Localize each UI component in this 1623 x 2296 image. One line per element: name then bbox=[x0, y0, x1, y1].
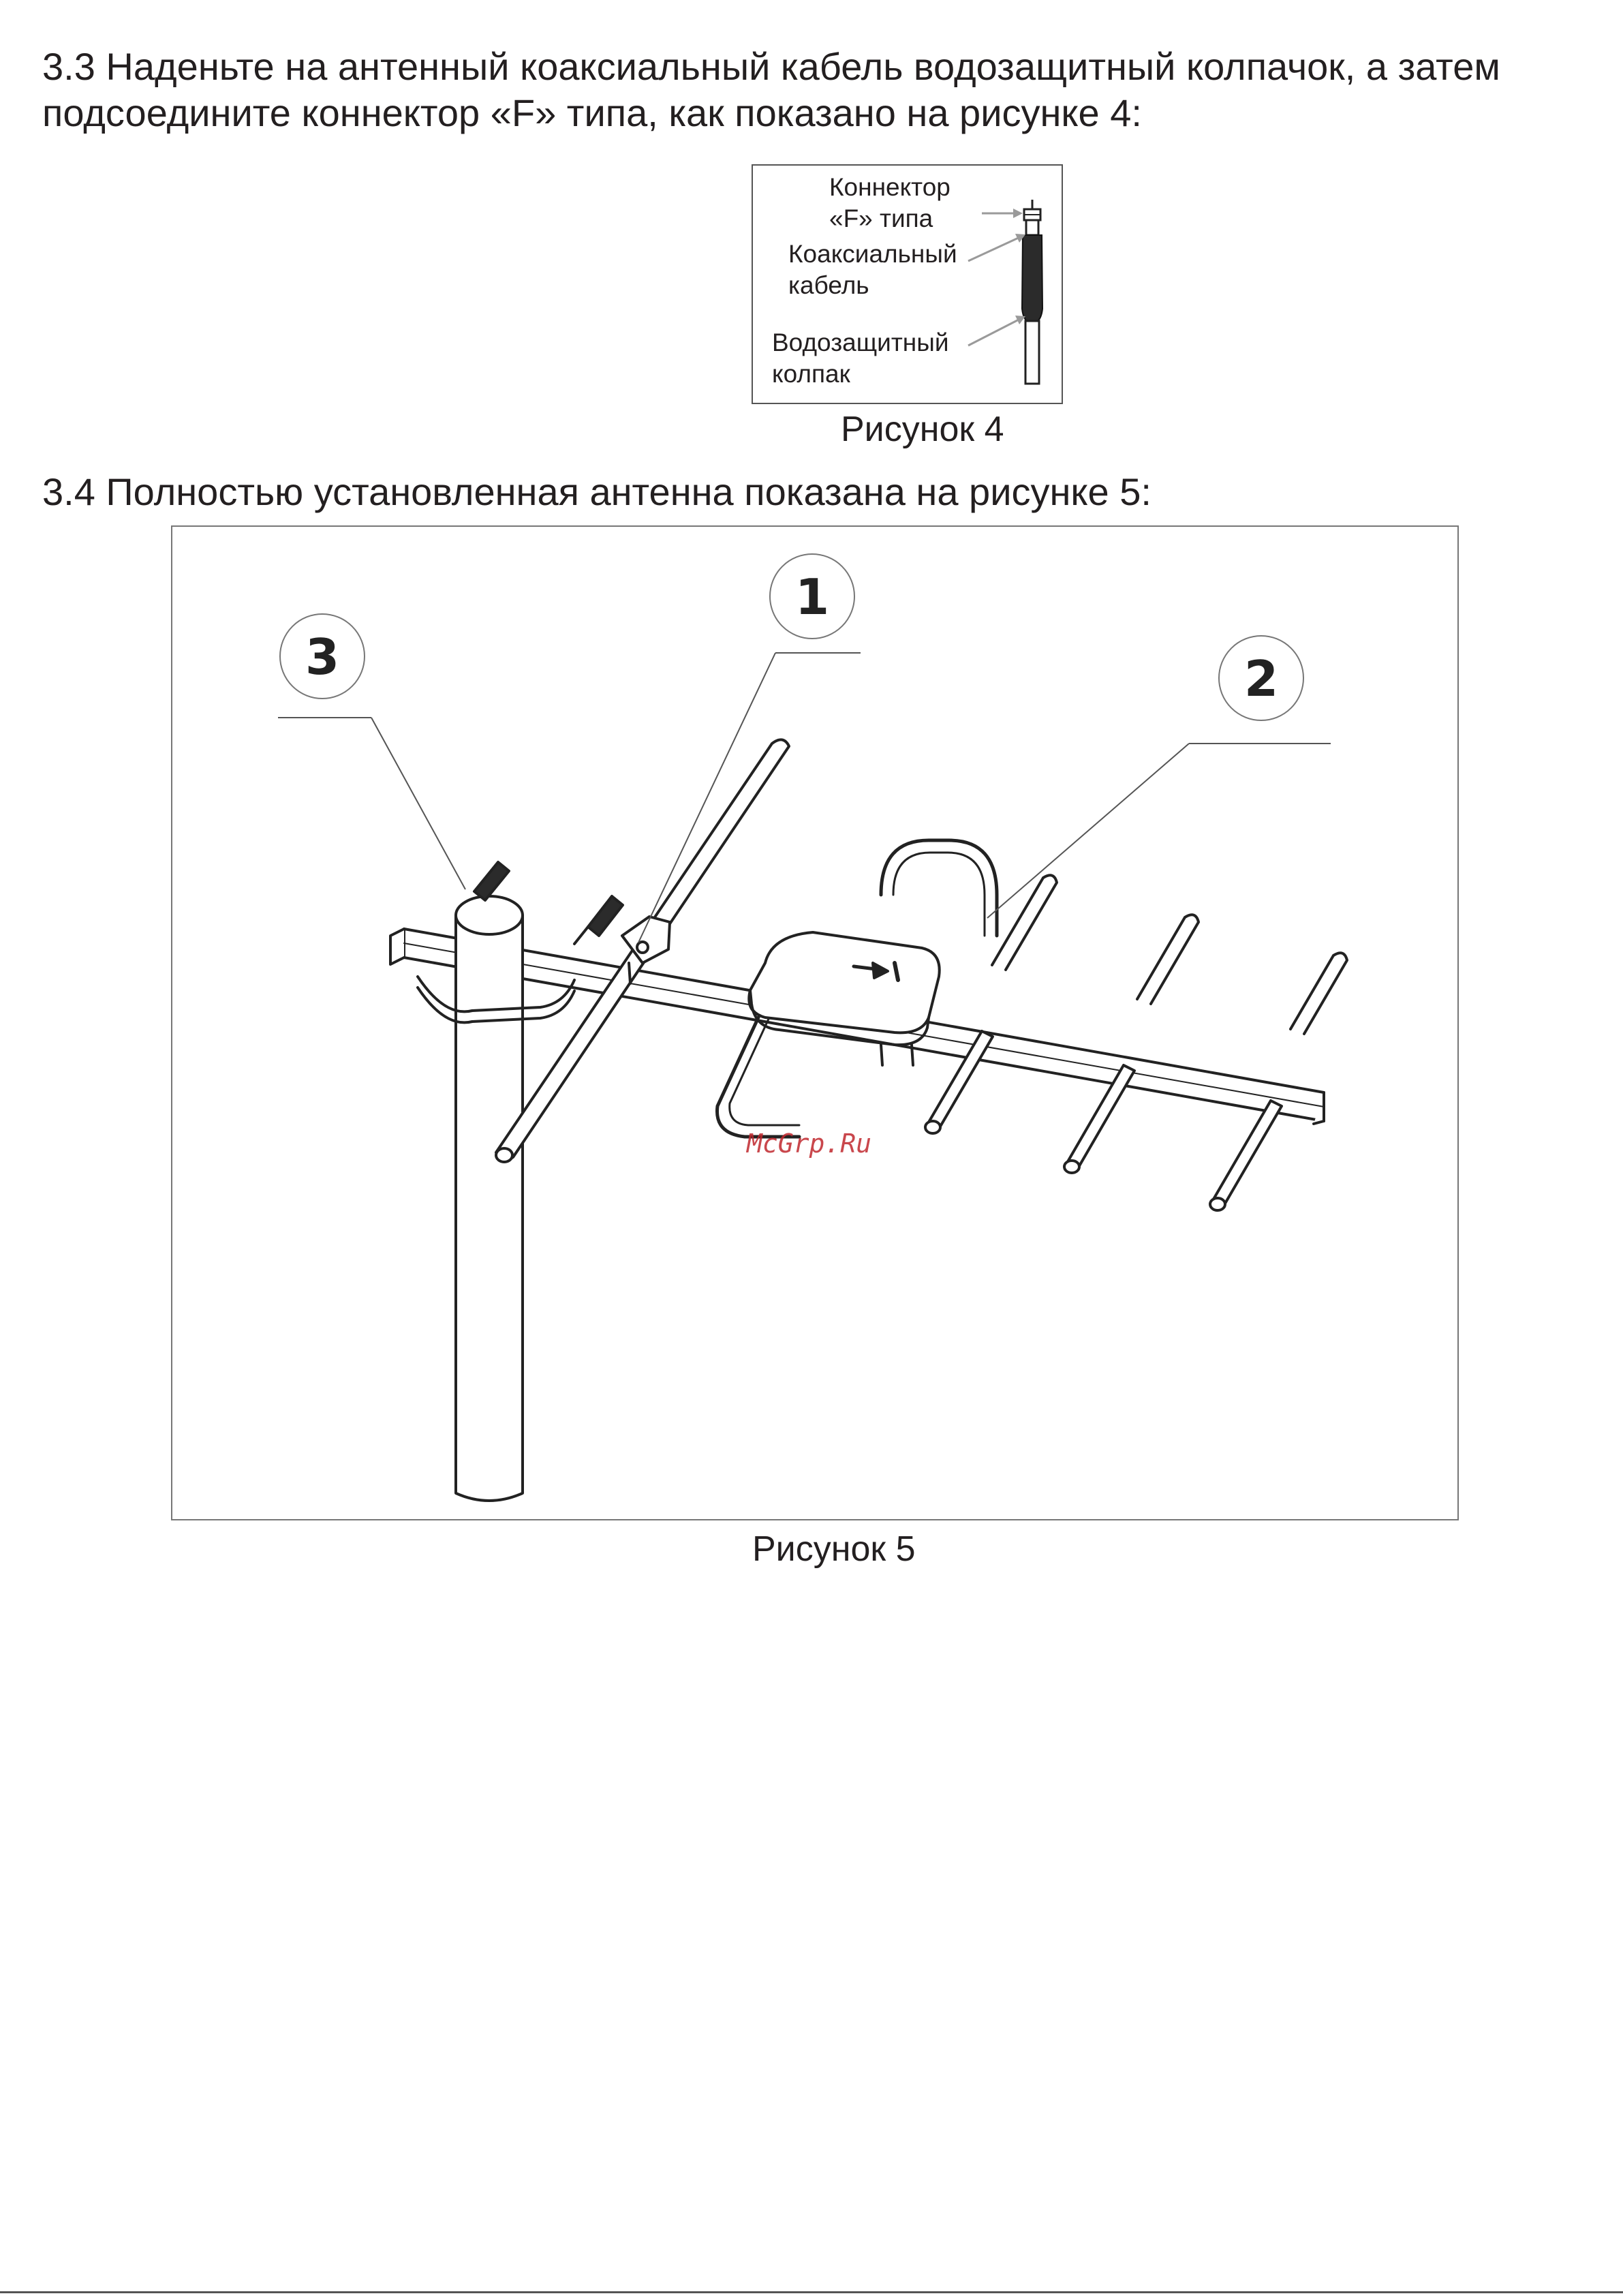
section-3-3-line-2: подсоедините коннектор «F» типа, как пок… bbox=[42, 90, 1500, 136]
figure-5-caption: Рисунок 5 bbox=[752, 1529, 915, 1570]
label-cable-line-2: кабель bbox=[788, 271, 869, 301]
section-3-4-text: 3.4 Полностью установленная антенна пока… bbox=[42, 469, 1151, 515]
label-connector-line-2: «F» типа bbox=[829, 204, 933, 234]
section-3-4-line-1: 3.4 Полностью установленная антенна пока… bbox=[42, 469, 1151, 515]
section-3-3-text: 3.3 Наденьте на антенный коаксиальный ка… bbox=[42, 44, 1500, 136]
callout-2: 2 bbox=[1219, 636, 1303, 720]
label-cap-line-1: Водозащитный bbox=[772, 328, 949, 358]
watermark: McGrp.Ru bbox=[747, 1129, 871, 1159]
callout-3-number: 3 bbox=[305, 628, 339, 686]
callout-1: 1 bbox=[770, 554, 854, 639]
label-cable-line-1: Коаксиальный bbox=[788, 239, 957, 269]
callout-1-number: 1 bbox=[795, 568, 829, 626]
callout-3: 3 bbox=[280, 614, 365, 699]
figure-4: Коннектор «F» типа Коаксиальный кабель В… bbox=[752, 164, 1063, 404]
antenna-illustration: 3 1 2 bbox=[172, 527, 1460, 1522]
callout-2-number: 2 bbox=[1244, 650, 1278, 707]
figure-5: 3 1 2 bbox=[171, 525, 1459, 1520]
label-connector-line-1: Коннектор bbox=[829, 172, 950, 202]
section-3-3-line-1: 3.3 Наденьте на антенный коаксиальный ка… bbox=[42, 44, 1500, 90]
label-cap-line-2: колпак bbox=[772, 359, 850, 389]
figure-4-caption: Рисунок 4 bbox=[841, 409, 1004, 450]
footer-rule bbox=[0, 2291, 1623, 2293]
